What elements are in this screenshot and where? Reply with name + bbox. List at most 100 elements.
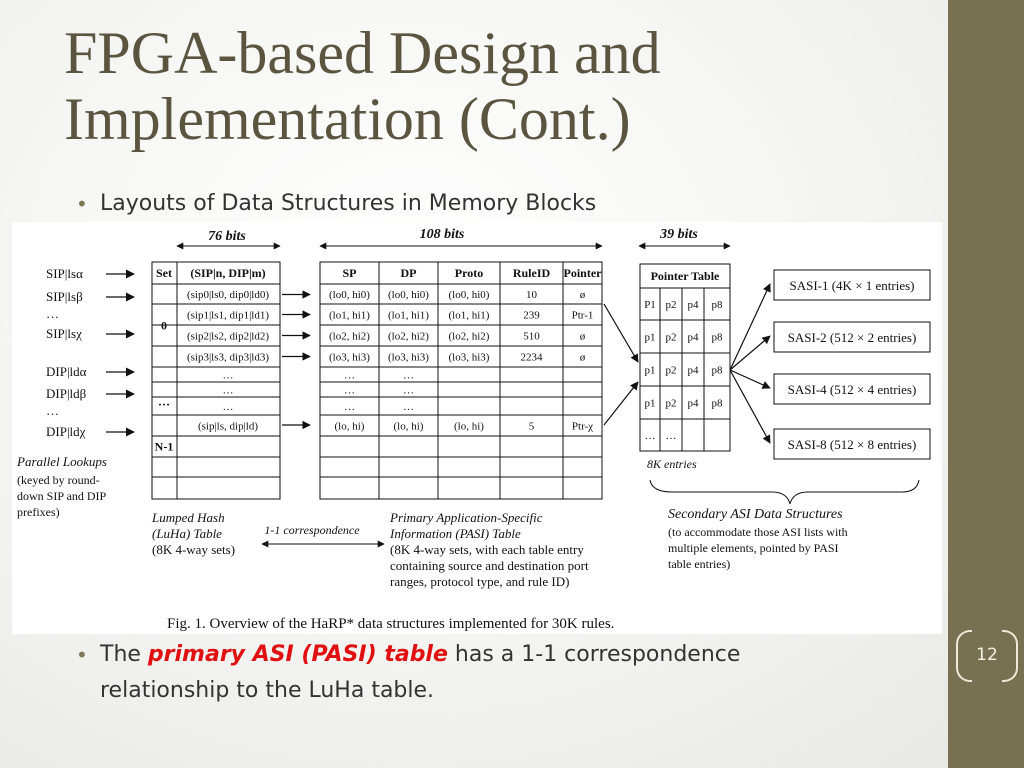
luha-caption: (LuHa) Table [152, 526, 222, 541]
sasi-box [773, 269, 931, 301]
pasi-cell: … [403, 385, 414, 397]
pointer-cell: P1 [644, 299, 656, 311]
pointer-cell: p1 [645, 332, 656, 344]
slide-title: FPGA-based Design and Implementation (Co… [64, 20, 661, 152]
pasi-width-label: 108 bits [420, 227, 465, 242]
parallel-lookups-title: Parallel Lookups [16, 454, 107, 469]
luha-caption: Lumped Hash [151, 510, 225, 525]
pasi-cell: (lo, hi) [394, 421, 424, 433]
pasi-cell: … [403, 401, 414, 413]
sasi-label: SASI-2 (512 × 2 entries) [788, 330, 917, 345]
pointer-cell: p2 [666, 332, 677, 344]
pasi-cell: (lo1, hi1) [329, 310, 370, 322]
parallel-lookups-desc: down SIP and DIP [17, 489, 107, 503]
luha-cell: (sip1|ls1, dip1|ld1) [187, 310, 269, 322]
pointer-footer: 8K entries [647, 457, 697, 471]
pointer-cell: … [666, 430, 677, 442]
pointer-cell: p4 [688, 332, 700, 344]
pasi-cell: (lo, hi) [335, 421, 365, 433]
pasi-cell: (lo1, hi1) [449, 310, 490, 322]
sasi-box [773, 373, 931, 405]
pointer-cell: p8 [712, 332, 724, 344]
sasi-box [773, 428, 931, 460]
pointer-header-cell [639, 263, 731, 289]
bullet-text-pre: The [100, 642, 148, 667]
pasi-cell: (lo1, hi1) [388, 310, 429, 322]
secondary-desc: multiple elements, pointed by PASI [668, 541, 839, 555]
pasi-header: DP [401, 266, 417, 280]
pasi-pointer-arrow [603, 381, 639, 426]
pasi-caption: Information (PASI) Table [389, 526, 521, 541]
pointer-cell: p8 [712, 398, 724, 410]
pasi-cell: 5 [529, 421, 535, 433]
dip-key-label: DIP|ldβ [46, 386, 87, 401]
parallel-lookups-desc: prefixes) [17, 505, 60, 519]
bullet-emphasis: primary ASI (PASI) table [147, 642, 448, 667]
pasi-cell: (lo2, hi2) [449, 331, 490, 343]
dip-key-label: … [46, 403, 59, 418]
pointer-cell: p1 [645, 398, 656, 410]
pasi-table-border [319, 261, 603, 500]
sip-key-label: SIP|lsα [46, 266, 83, 281]
correspondence-label: 1-1 correspondence [264, 523, 360, 537]
pasi-cell: (lo0, hi0) [449, 289, 490, 301]
pasi-cell: … [344, 370, 355, 382]
luha-cell: … [223, 385, 234, 397]
bullet-text-post: has a 1-1 correspondence relationship to… [100, 642, 741, 703]
pointer-cell: p2 [666, 365, 677, 377]
bullet-dot-icon: • [76, 643, 88, 667]
pointer-cell: p2 [666, 398, 677, 410]
bullet-correspondence: • The primary ASI (PASI) table has a 1-1… [76, 637, 860, 709]
pointer-cell: p4 [688, 365, 700, 377]
pointer-width-label: 39 bits [659, 227, 698, 242]
luha-cell: (sip|ls, dip|ld) [198, 421, 258, 433]
pasi-pointer-arrow [603, 303, 639, 363]
pasi-cell: 2234 [521, 352, 544, 364]
pasi-header: Pointer [564, 266, 603, 280]
luha-cell: (sip3|ls3, dip3|ld3) [187, 352, 269, 364]
pasi-cell: ø [580, 289, 586, 301]
luha-cell: … [223, 401, 234, 413]
pasi-header: RuleID [513, 266, 551, 280]
pointer-to-sasi-arrow [729, 283, 771, 371]
dip-key-label: DIP|ldα [46, 364, 87, 379]
pasi-cell: 510 [523, 331, 540, 343]
luha-entry-header: (SIP|n, DIP|m) [190, 266, 265, 280]
pointer-cell: p2 [666, 299, 677, 311]
sip-key-label: SIP|lsχ [46, 326, 82, 341]
pasi-cell: (lo3, hi3) [329, 352, 370, 364]
sasi-label: SASI-1 (4K × 1 entries) [789, 278, 914, 293]
dip-key-label: DIP|ldχ [46, 424, 86, 439]
luha-set-label: N-1 [155, 440, 174, 454]
pasi-cell: (lo3, hi3) [388, 352, 429, 364]
pointer-to-sasi-arrow [729, 335, 771, 371]
bullet-layouts: • Layouts of Data Structures in Memory B… [76, 186, 900, 222]
sip-key-label: … [46, 306, 59, 321]
pasi-cell: (lo2, hi2) [329, 331, 370, 343]
bullet-dot-icon: • [76, 192, 88, 216]
figure-caption: Fig. 1. Overview of the HaRP* data struc… [167, 616, 614, 632]
pasi-cell: (lo2, hi2) [388, 331, 429, 343]
slide-number: 12 [976, 645, 998, 665]
pasi-cell: … [344, 385, 355, 397]
pasi-cell: (lo3, hi3) [449, 352, 490, 364]
luha-width-label: 76 bits [208, 229, 246, 244]
pasi-caption: Primary Application-Specific [389, 510, 543, 525]
sasi-label: SASI-4 (512 × 4 entries) [788, 382, 917, 397]
pointer-to-sasi-arrow [729, 369, 771, 444]
pasi-cell: 239 [523, 310, 540, 322]
pasi-cell: (lo0, hi0) [388, 289, 429, 301]
pasi-caption: ranges, protocol type, and rule ID) [390, 574, 569, 589]
pasi-header: Proto [455, 266, 483, 280]
pasi-caption: containing source and destination port [390, 558, 589, 573]
pasi-cell: Ptr-χ [572, 421, 593, 433]
luha-set-label: 0 [161, 319, 167, 333]
pointer-cell: p8 [712, 365, 724, 377]
pointer-cell: p4 [688, 299, 700, 311]
luha-set-label: … [158, 395, 170, 409]
pasi-cell: Ptr-1 [572, 310, 594, 322]
pointer-to-sasi-arrow [729, 369, 771, 389]
luha-caption: (8K 4-way sets) [152, 542, 235, 557]
pointer-cell: … [645, 430, 656, 442]
left-bracket [956, 630, 972, 682]
